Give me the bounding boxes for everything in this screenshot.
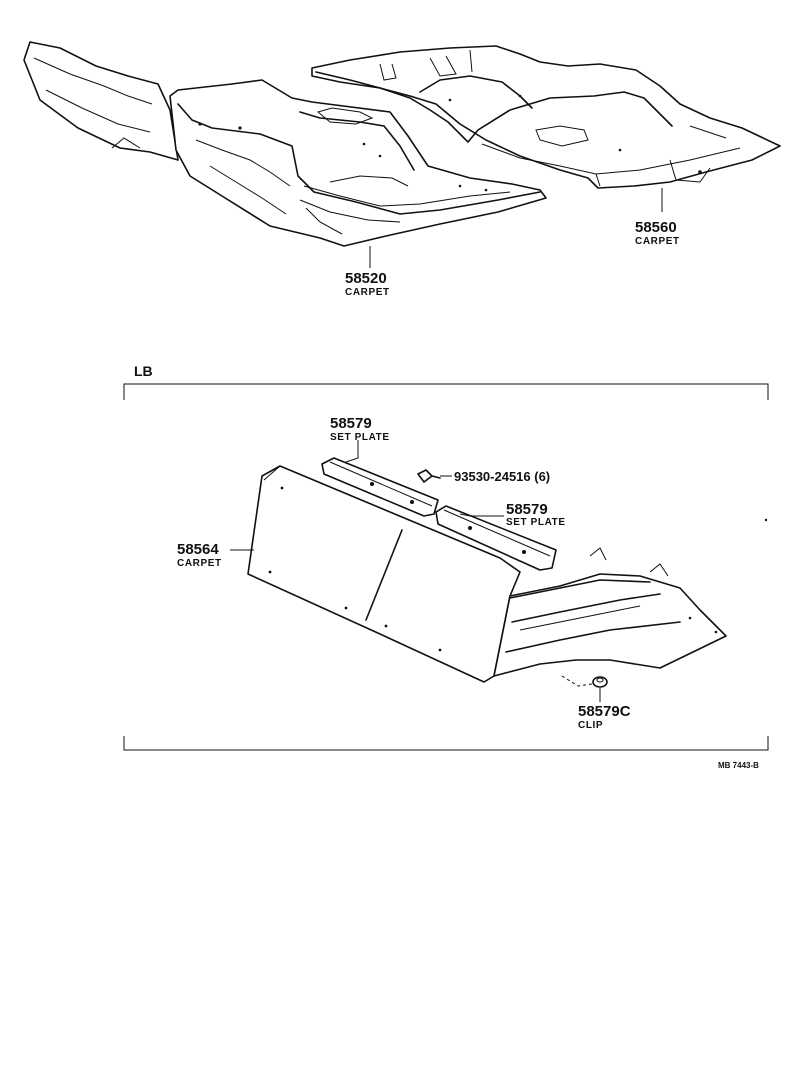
part-number-bolt: 93530-24516 (6) <box>454 469 550 484</box>
part-number-58579c: 58579C <box>578 703 631 720</box>
set-plate-lower-illustration <box>435 505 557 571</box>
section-label-lb: LB <box>134 363 153 379</box>
part-number-58579-upper: 58579 <box>330 415 372 432</box>
part-name-set-plate-upper: SET PLATE <box>330 432 390 443</box>
set-plate-upper-illustration <box>321 457 439 517</box>
part-number-58579-lower: 58579 <box>506 501 548 518</box>
part-name-58560: CARPET <box>635 236 680 247</box>
clip-icon <box>592 676 608 688</box>
lb-carpet-illustration <box>247 465 727 683</box>
part-name-58520: CARPET <box>345 287 390 298</box>
figure-code: MB 7443-B <box>718 761 759 770</box>
part-name-58564: CARPET <box>177 558 222 569</box>
part-name-set-plate-lower: SET PLATE <box>506 517 566 528</box>
front-carpet-illustration <box>23 41 547 247</box>
section-bracket <box>123 383 769 751</box>
part-number-58564: 58564 <box>177 541 219 558</box>
part-name-clip: CLIP <box>578 720 603 731</box>
part-number-58520: 58520 <box>345 270 387 287</box>
bolt-icon <box>417 469 441 483</box>
rear-carpet-illustration <box>311 45 781 189</box>
part-number-58560: 58560 <box>635 219 677 236</box>
